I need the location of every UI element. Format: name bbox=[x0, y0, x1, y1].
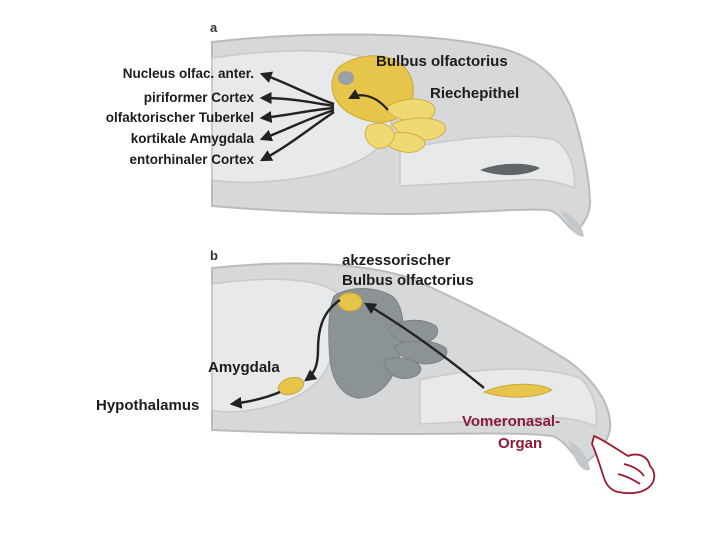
panel-a-nasal-cavity bbox=[399, 135, 576, 190]
panel-b-snout-tip bbox=[568, 440, 590, 471]
panel-b-vno-label-2: Organ bbox=[498, 435, 542, 452]
panel-b-accessory-label-1: akzessorischer bbox=[342, 252, 451, 269]
panel-a-target-5: entorhinaler Cortex bbox=[129, 152, 254, 167]
panel-a-olfactory-epithelium bbox=[364, 98, 446, 153]
panel-a-target-3: olfaktorischer Tuberkel bbox=[106, 110, 254, 125]
panel-b-arrow-amygdala-to-hypothalamus bbox=[229, 390, 281, 409]
panel-a-letter: a bbox=[210, 20, 218, 35]
panel-b-vno-shape bbox=[482, 383, 554, 398]
panel-b-accessory-label-2: Bulbus olfactorius bbox=[342, 272, 474, 289]
panel-a-snout-tip bbox=[560, 210, 584, 237]
panel-a-target-1: Nucleus olfac. anter. bbox=[123, 66, 254, 81]
panel-a-bulb-nucleus bbox=[338, 71, 354, 85]
panel-a: a Bulbus olfa bbox=[106, 20, 592, 237]
panel-a-epithelium-label: Riechepithel bbox=[430, 85, 519, 102]
pointing-hand-icon bbox=[591, 435, 656, 495]
panel-b-accessory-bulb bbox=[337, 292, 363, 312]
panel-a-projection-arrows bbox=[259, 71, 335, 162]
panel-b-letter: b bbox=[210, 248, 218, 263]
panel-a-target-4: kortikale Amygdala bbox=[131, 131, 255, 146]
panel-b-vno-label-1: Vomeronasal- bbox=[462, 413, 560, 430]
panel-b-hypothalamus-label: Hypothalamus bbox=[96, 397, 199, 414]
panel-b-arrow-bulb-to-amygdala bbox=[304, 299, 341, 382]
panel-b-nasal-cavity bbox=[419, 368, 598, 428]
panel-b-arrow-vno-to-bulb bbox=[363, 302, 485, 389]
panel-a-bulb-arrow bbox=[348, 89, 389, 111]
panel-a-bulb-label: Bulbus olfactorius bbox=[376, 53, 508, 70]
panel-b-amygdala-shape bbox=[277, 376, 305, 396]
panel-a-target-2: piriformer Cortex bbox=[144, 90, 255, 105]
panel-b: b akzessorischer Bulbus olfactorius Amyg… bbox=[96, 248, 612, 471]
panel-b-amygdala-label: Amygdala bbox=[208, 359, 280, 376]
panel-a-vno-shape bbox=[480, 163, 540, 176]
